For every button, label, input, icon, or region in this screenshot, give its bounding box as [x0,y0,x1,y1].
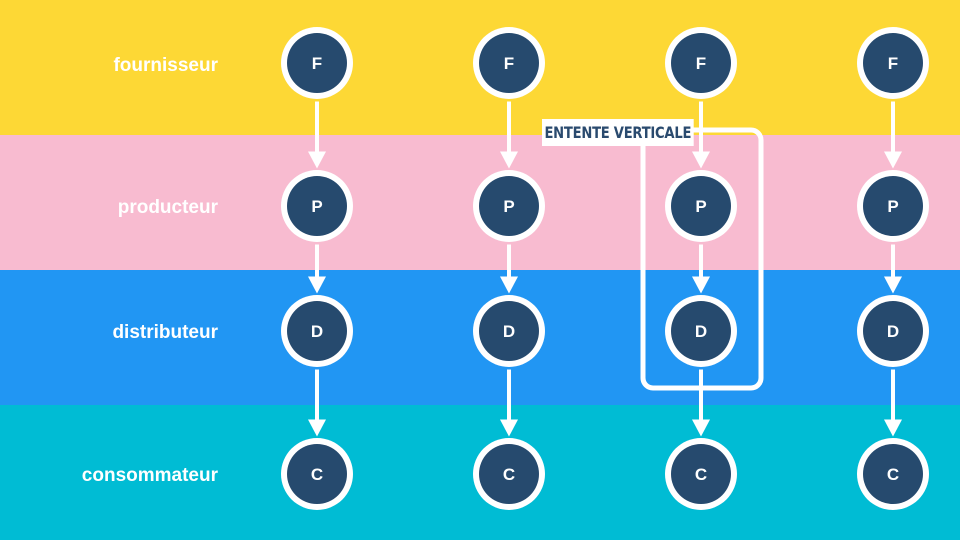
node-fournisseur-4: F [857,27,929,99]
node-distributeur-4: D [857,295,929,367]
node-letter: C [311,465,323,484]
node-fournisseur-2: F [473,27,545,99]
node-letter: F [888,54,898,73]
node-consommateur-2: C [473,438,545,510]
node-producteur-3: P [665,170,737,242]
node-fournisseur-1: F [281,27,353,99]
flow-arrow [692,101,710,169]
flow-arrow [884,244,902,294]
node-letter: F [312,54,322,73]
node-letter: D [311,322,323,341]
flow-arrow [500,244,518,294]
flow-arrow [500,101,518,169]
node-producteur-1: P [281,170,353,242]
node-letter: P [887,197,898,216]
flow-arrow [308,369,326,437]
row-label-fournisseur: fournisseur [113,55,218,76]
node-producteur-2: P [473,170,545,242]
flow-arrow [884,101,902,169]
node-consommateur-1: C [281,438,353,510]
node-distributeur-1: D [281,295,353,367]
node-letter: D [887,322,899,341]
node-letter: C [695,465,707,484]
flow-arrow [692,369,710,437]
node-consommateur-4: C [857,438,929,510]
node-letter: C [503,465,515,484]
node-letter: D [503,322,515,341]
node-distributeur-2: D [473,295,545,367]
node-consommateur-3: C [665,438,737,510]
node-letter: P [311,197,322,216]
node-letter: F [696,54,706,73]
flow-arrow [692,244,710,294]
node-letter: F [504,54,514,73]
vertical-agreement-label: ENTENTE VERTICALE [542,119,694,146]
flow-arrow [500,369,518,437]
flow-arrow [308,244,326,294]
node-letter: P [503,197,514,216]
node-letter: P [695,197,706,216]
node-letter: D [695,322,707,341]
flow-arrow [884,369,902,437]
row-label-distributeur: distributeur [112,322,218,343]
connectors [308,101,902,437]
row-label-producteur: producteur [117,197,218,218]
node-letter: C [887,465,899,484]
row-label-consommateur: consommateur [81,465,218,486]
nodes: F P D C F P D C F P D C F P D C [281,27,929,510]
node-producteur-4: P [857,170,929,242]
flow-arrow [308,101,326,169]
node-fournisseur-3: F [665,27,737,99]
node-distributeur-3: D [665,295,737,367]
